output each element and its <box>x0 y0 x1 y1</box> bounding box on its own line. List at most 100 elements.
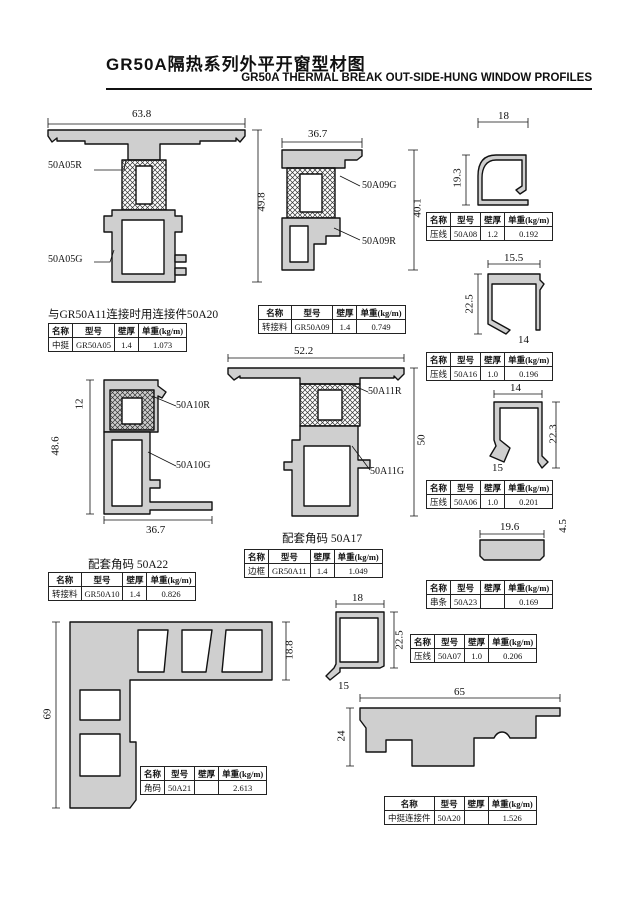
col-weight: 单重(kg/m) <box>356 305 406 320</box>
col-name: 名称 <box>258 305 292 320</box>
col-name: 名称 <box>243 549 270 564</box>
dim-50A08-width: 18 <box>498 110 509 122</box>
cell-weight: 0.201 <box>504 494 554 509</box>
cell-model: GR50A09 <box>290 319 334 334</box>
cell-name: 边框 <box>243 563 270 578</box>
col-weight: 单重(kg/m) <box>218 766 268 781</box>
dim-50A05-height: 49.8 <box>255 192 268 212</box>
col-name: 名称 <box>384 796 435 811</box>
cell-weight: 0.749 <box>356 319 406 334</box>
cell-model: GR50A10 <box>80 586 124 601</box>
dim-50A09-width: 36.7 <box>308 128 328 140</box>
page-title: GR50A隔热系列外平开窗型材图 <box>106 55 366 74</box>
dim-50A10-slot: 12 <box>73 398 86 410</box>
cell-name: 中挺 <box>47 337 74 352</box>
col-model: 型号 <box>164 766 196 781</box>
col-weight: 单重(kg/m) <box>137 323 188 338</box>
cell-model: GR50A11 <box>268 563 311 578</box>
col-weight: 单重(kg/m) <box>488 634 538 649</box>
profile-50A16-shape <box>487 273 545 335</box>
col-name: 名称 <box>425 480 452 495</box>
col-model: 型号 <box>433 796 465 811</box>
profile-50A08-shape <box>477 154 529 206</box>
col-wall: 壁厚 <box>332 305 358 320</box>
dim-50A11-height: 50 <box>415 434 428 446</box>
dim-50A07-height: 22.5 <box>393 630 406 650</box>
cell-wall <box>480 594 506 609</box>
col-wall: 壁厚 <box>113 323 139 338</box>
dim-50A08-height: 19.3 <box>451 168 464 188</box>
col-model: 型号 <box>72 323 115 338</box>
dim-50A16-width: 15.5 <box>504 252 524 264</box>
cell-name: 压线 <box>425 494 452 509</box>
col-wall: 壁厚 <box>480 352 506 367</box>
dim-50A11-width: 52.2 <box>294 345 314 357</box>
col-name: 名称 <box>409 634 436 649</box>
label-50A10R: 50A10R <box>176 400 210 411</box>
col-model: 型号 <box>268 549 311 564</box>
col-model: 型号 <box>450 480 482 495</box>
label-50A09R: 50A09R <box>362 236 396 247</box>
dim-50A23-height: 4.5 <box>556 519 569 533</box>
col-model: 型号 <box>450 212 482 227</box>
dim-50A07-bottom: 15 <box>338 680 349 692</box>
cell-weight: 2.613 <box>218 780 268 795</box>
caption-50A17-cleat: 配套角码 50A17 <box>282 533 363 545</box>
caption-50A22-cleat: 配套角码 50A22 <box>88 559 169 571</box>
col-wall: 壁厚 <box>463 796 489 811</box>
profile-50A21-shape <box>69 621 273 809</box>
col-model: 型号 <box>434 634 466 649</box>
profile-50A06-shape <box>489 401 549 469</box>
dim-50A07-width: 18 <box>352 592 363 604</box>
dim-50A05-width: 63.8 <box>132 108 152 120</box>
cell-name: 压线 <box>425 226 452 241</box>
dim-50A09-height: 40.1 <box>411 198 424 218</box>
col-model: 型号 <box>450 352 482 367</box>
col-wall: 壁厚 <box>480 212 506 227</box>
dim-50A21-height: 18.8 <box>283 640 296 660</box>
col-wall: 壁厚 <box>194 766 220 781</box>
dim-50A06-height: 22.3 <box>547 424 560 444</box>
cell-weight: 0.192 <box>504 226 554 241</box>
cell-name: 串条 <box>425 594 452 609</box>
col-model: 型号 <box>80 572 124 587</box>
dim-50A23-width: 19.6 <box>500 521 520 533</box>
col-name: 名称 <box>139 766 166 781</box>
label-50A09G: 50A09G <box>362 180 397 191</box>
col-wall: 壁厚 <box>309 549 335 564</box>
cell-name: 转接料 <box>48 586 82 601</box>
col-wall: 壁厚 <box>480 480 506 495</box>
cell-wall: 1.4 <box>113 337 139 352</box>
page-subtitle: GR50A THERMAL BREAK OUT-SIDE-HUNG WINDOW… <box>241 72 592 84</box>
cell-weight: 1.073 <box>137 337 188 352</box>
col-weight: 单重(kg/m) <box>333 549 383 564</box>
leader-lines <box>94 159 371 471</box>
profile-50A09-shape <box>281 149 363 271</box>
title-rule <box>106 88 592 90</box>
col-name: 名称 <box>425 212 452 227</box>
cell-name: 中挺连接件 <box>384 810 435 825</box>
cell-model: 50A16 <box>450 366 482 381</box>
label-50A05R: 50A05R <box>48 160 82 171</box>
cell-name: 转接料 <box>258 319 292 334</box>
cell-model: 50A20 <box>433 810 465 825</box>
cell-name: 压线 <box>409 648 436 663</box>
dim-50A20-height: 24 <box>335 730 348 742</box>
profile-50A10-shape <box>103 379 213 515</box>
profile-50A23-shape <box>479 539 545 561</box>
col-name: 名称 <box>425 352 452 367</box>
profile-50A20-shape <box>359 707 561 767</box>
label-50A05G: 50A05G <box>48 254 83 265</box>
dim-50A16-height: 22.5 <box>463 294 476 314</box>
